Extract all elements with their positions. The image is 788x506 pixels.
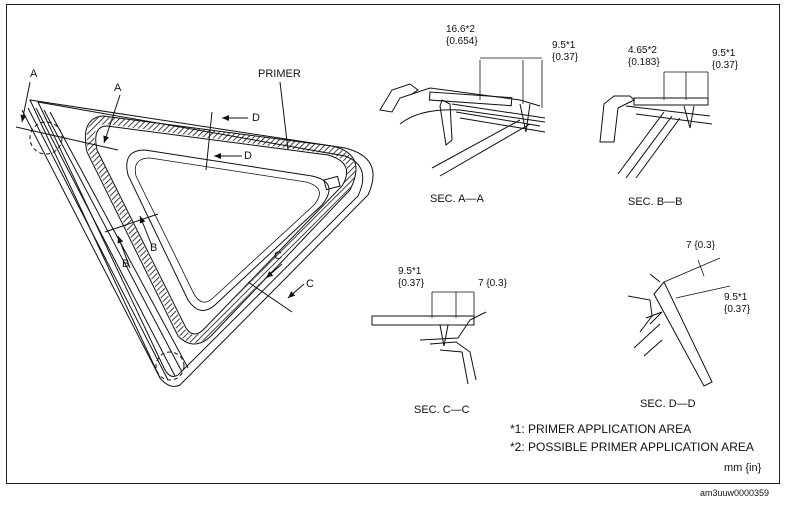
legend-note-2: *2: POSSIBLE PRIMER APPLICATION AREA (510, 440, 754, 454)
sec-bb-dim1: 4.65*2 (628, 45, 657, 56)
callout-a-left: A (30, 68, 38, 80)
callout-d-upper: D (252, 112, 260, 124)
section-dd-drawing (627, 257, 731, 387)
primer-label: PRIMER (258, 68, 301, 80)
callout-d-lower: D (244, 150, 252, 162)
sec-aa-title: SEC. A—A (430, 193, 484, 205)
section-aa-drawing (379, 57, 546, 177)
sec-cc-dim1: 9.5*1 (398, 266, 422, 277)
callout-b-upper: B (150, 242, 158, 254)
sec-bb-dim2: 9.5*1 (712, 48, 736, 59)
sec-aa-dim1: 16.6*2 (446, 24, 475, 35)
drawing-frame (6, 4, 780, 484)
units-note: mm {in} (724, 462, 762, 474)
callout-b-lower: B (122, 258, 130, 270)
sec-aa-dim1-in: {0.654} (446, 36, 478, 47)
callout-c-lower: C (306, 278, 314, 290)
sec-aa-dim2: 9.5*1 (552, 40, 576, 51)
sec-cc-dim1-in: {0.37} (398, 278, 425, 289)
glass-opening (126, 149, 330, 311)
legend-note-1: *1: PRIMER APPLICATION AREA (510, 422, 692, 436)
document-id: am3uuw0000359 (700, 488, 770, 498)
sec-dd-dim2: 9.5*1 (724, 292, 748, 303)
sec-dd-title: SEC. D—D (640, 398, 696, 410)
callout-a-right: A (114, 82, 122, 94)
sec-bb-title: SEC. B—B (628, 196, 683, 208)
sec-bb-dim2-in: {0.37} (712, 60, 739, 71)
sec-dd-dim1: 7 {0.3} (686, 240, 715, 251)
sec-bb-dim1-in: {0.183} (628, 57, 660, 68)
sec-cc-dim2: 7 {0.3} (478, 278, 507, 289)
callout-c-upper: C (274, 250, 282, 262)
sec-dd-dim2-in: {0.37} (724, 304, 751, 315)
section-bb-drawing (599, 71, 713, 179)
primer-bead (84, 115, 357, 345)
sec-cc-title: SEC. C—C (414, 404, 470, 416)
section-cc-drawing (371, 291, 487, 385)
sec-aa-dim2-in: {0.37} (552, 52, 579, 63)
section-markers (15, 81, 305, 313)
